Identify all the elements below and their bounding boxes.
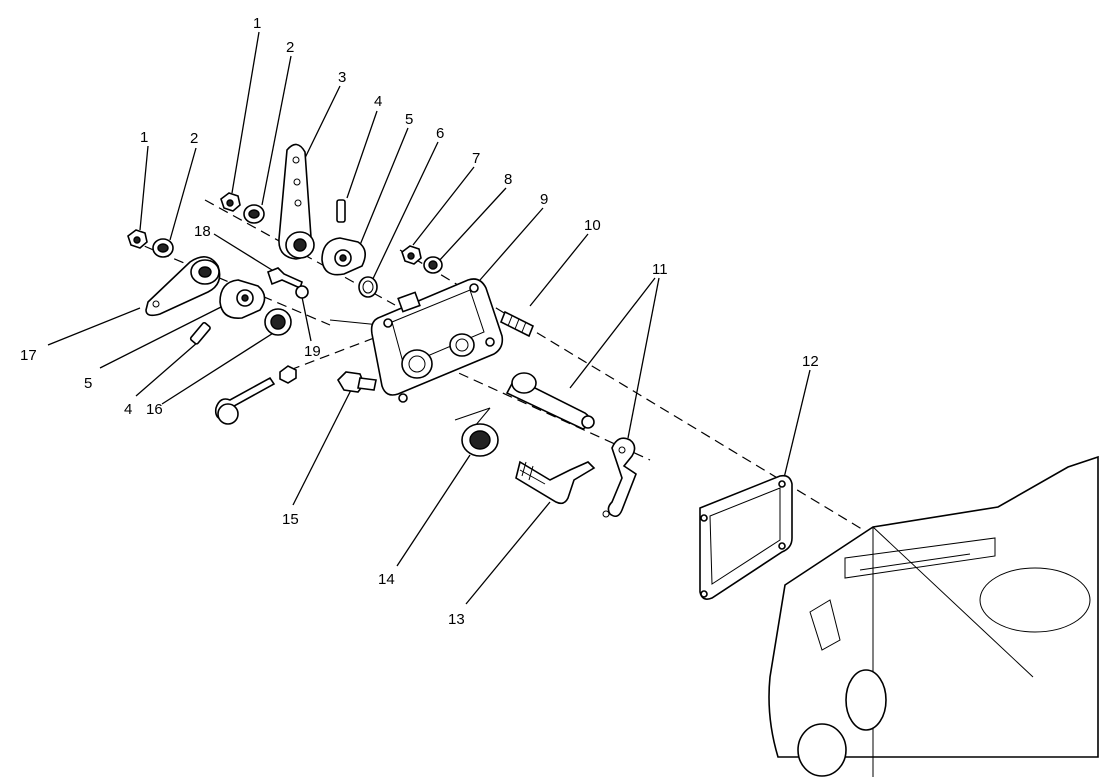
- lever-left: [145, 256, 221, 317]
- callout-3: 3: [338, 69, 346, 86]
- washer-small: [295, 285, 309, 299]
- lever-arm: [278, 143, 315, 260]
- bearing: [264, 308, 292, 336]
- washer-left: [152, 238, 174, 258]
- linkage-bracket: [602, 437, 637, 518]
- callout-1-left: 1: [140, 129, 148, 146]
- pin-lower: [189, 322, 211, 345]
- callout-8: 8: [504, 171, 512, 188]
- callout-16: 16: [146, 401, 163, 418]
- adjusting-screw: [214, 365, 297, 425]
- cover-housing: [370, 278, 504, 403]
- washer-right: [423, 256, 443, 274]
- callout-19: 19: [304, 343, 321, 360]
- o-ring: [358, 276, 378, 298]
- washer-upper: [243, 204, 265, 224]
- gear-shaft: [505, 372, 595, 430]
- callout-11: 11: [652, 261, 668, 278]
- callout-18: 18: [194, 223, 211, 240]
- callout-13: 13: [448, 611, 465, 628]
- leader-lines: [47, 31, 811, 605]
- callout-7: 7: [472, 150, 480, 167]
- stud: [499, 310, 535, 338]
- callout-5-lower: 5: [84, 375, 92, 392]
- callout-1-upper: 1: [253, 15, 261, 32]
- callout-9: 9: [540, 191, 548, 208]
- pin-upper: [336, 199, 346, 223]
- gear: [461, 423, 499, 457]
- callout-4-lower: 4: [124, 401, 132, 418]
- callout-2-upper: 2: [286, 39, 294, 56]
- callout-14: 14: [378, 571, 395, 588]
- bolt: [267, 267, 303, 290]
- callout-10: 10: [584, 217, 601, 234]
- callout-5-upper: 5: [405, 111, 413, 128]
- callouts: 1 2 3 4 5 6 7 8 9 10 11 12 1 2 18 17 19 …: [20, 15, 819, 628]
- engine-block: [768, 455, 1099, 777]
- callout-12: 12: [802, 353, 819, 370]
- callout-2-left: 2: [190, 130, 198, 147]
- plug-screw: [336, 371, 377, 393]
- callout-17: 17: [20, 347, 37, 364]
- callout-15: 15: [282, 511, 299, 528]
- nut-right: [401, 245, 422, 265]
- collar-lower: [219, 279, 266, 319]
- nut-left: [127, 229, 148, 249]
- nut-upper: [220, 192, 241, 212]
- collar-upper: [321, 237, 366, 276]
- callout-4-upper: 4: [374, 93, 382, 110]
- governor-shaft: [515, 460, 596, 505]
- callout-6: 6: [436, 125, 444, 142]
- gasket: [699, 474, 793, 600]
